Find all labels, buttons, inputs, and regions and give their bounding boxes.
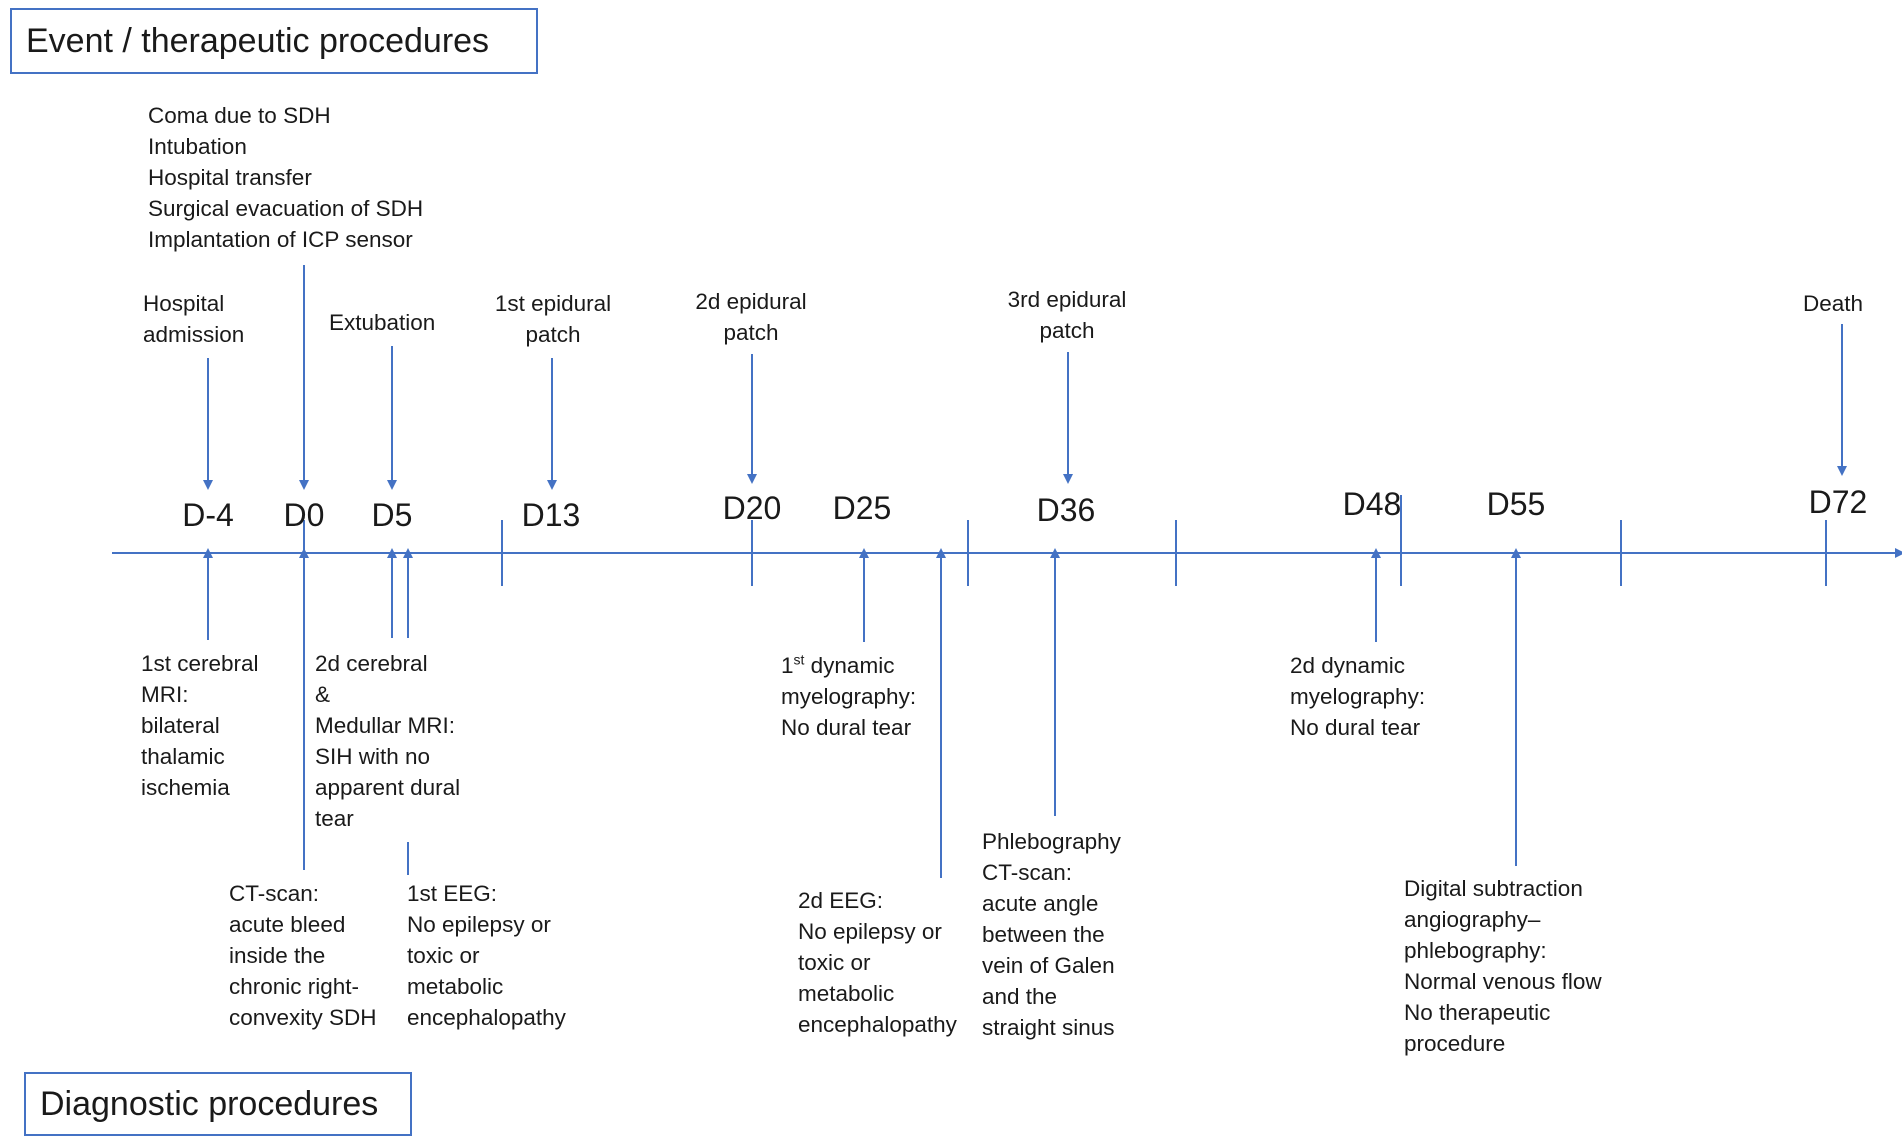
event-coma-intubation: Coma due to SDH Intubation Hospital tran… bbox=[148, 103, 424, 252]
day-label: D13 bbox=[521, 497, 581, 533]
day-label: D5 bbox=[371, 497, 413, 533]
event-hospital-admission: Hospital admission bbox=[143, 291, 245, 347]
event-extubation: Extubation bbox=[329, 310, 436, 335]
day-label: D36 bbox=[1036, 492, 1096, 528]
event-second-epidural-patch: 2d epidural patch bbox=[695, 289, 807, 345]
day-label: D-4 bbox=[182, 497, 234, 533]
event-third-epidural-patch: 3rd epidural patch bbox=[1007, 287, 1127, 343]
diag-second-cerebral-medullar-mri: 2d cerebral & Medullar MRI: SIH with no … bbox=[315, 651, 461, 831]
day-label: D72 bbox=[1808, 484, 1868, 520]
diag-second-eeg: 2d EEG: No epilepsy or toxic or metaboli… bbox=[798, 888, 957, 1037]
day-label: D20 bbox=[722, 490, 782, 526]
diag-first-dynamic-myelography: 1st dynamic myelography: No dural tear bbox=[781, 651, 917, 741]
day-label: D25 bbox=[832, 490, 892, 526]
diag-ct-scan: CT-scan: acute bleed inside the chronic … bbox=[229, 881, 377, 1030]
day-label: D55 bbox=[1486, 486, 1546, 522]
event-death: Death bbox=[1803, 291, 1864, 316]
event-section-header: Event / therapeutic procedures bbox=[10, 8, 538, 74]
diag-second-dynamic-myelography: 2d dynamic myelography: No dural tear bbox=[1290, 653, 1426, 740]
diagnostic-section-header: Diagnostic procedures bbox=[24, 1072, 412, 1136]
day-label: D48 bbox=[1342, 486, 1402, 522]
diag-first-cerebral-mri: 1st cerebral MRI: bilateral thalamic isc… bbox=[141, 651, 259, 800]
timeline-lines bbox=[112, 265, 1902, 878]
diag-first-eeg: 1st EEG: No epilepsy or toxic or metabol… bbox=[407, 881, 566, 1030]
day-label: D0 bbox=[283, 497, 325, 533]
diag-phlebography-ct-scan: Phlebography CT-scan: acute angle betwee… bbox=[982, 829, 1121, 1040]
diag-digital-subtraction-angiography: Digital subtraction angiography– phlebog… bbox=[1404, 876, 1602, 1056]
event-first-epidural-patch: 1st epidural patch bbox=[494, 291, 612, 347]
